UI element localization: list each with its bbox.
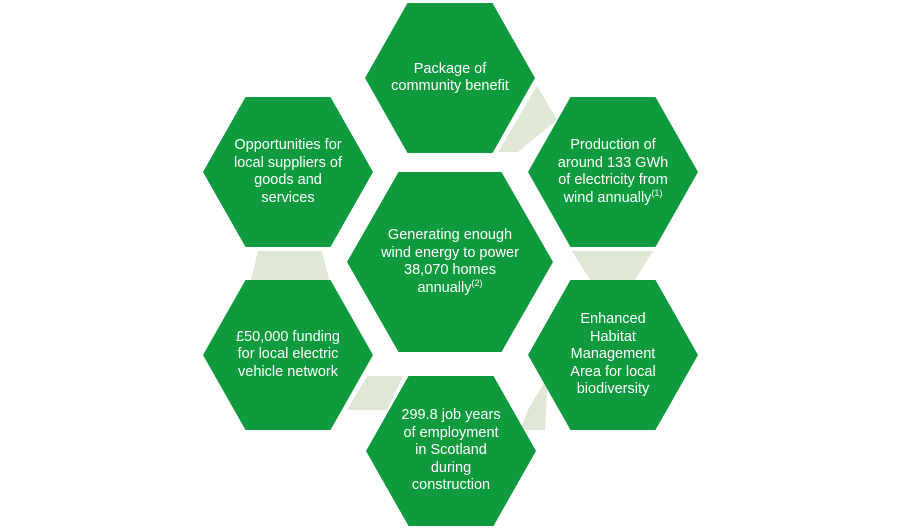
connector-top-upper-right: [498, 86, 557, 152]
footnote-marker-2: (2): [471, 277, 483, 288]
hex-top-label: Package of community benefit: [391, 60, 509, 95]
hex-center-wind-energy-homes: Generating enough wind energy to power 3…: [347, 172, 553, 352]
hex-top-community-benefit: Package of community benefit: [365, 3, 535, 153]
connector-upper-right-lower-right: [572, 251, 653, 283]
hex-bottom-label: 299.8 job years of employment in Scotlan…: [401, 407, 501, 494]
hex-upper-left-label: Opportunities for local suppliers of goo…: [234, 137, 342, 206]
footnote-marker-1: (1): [651, 187, 663, 198]
connector-bottom-lower-left: [347, 376, 403, 410]
hex-bottom-job-years: 299.8 job years of employment in Scotlan…: [366, 376, 536, 526]
hex-lower-right-label: Enhanced Habitat Management Area for loc…: [570, 311, 656, 398]
connector-lower-left-upper-left: [250, 251, 330, 283]
hex-center-label: Generating enough wind energy to power 3…: [381, 227, 519, 296]
hex-lower-left-label: £50,000 funding for local electric vehic…: [235, 328, 340, 380]
connector-lower-right-bottom: [520, 376, 548, 430]
hex-upper-right-label: Production of around 133 GWh of electric…: [557, 137, 669, 206]
